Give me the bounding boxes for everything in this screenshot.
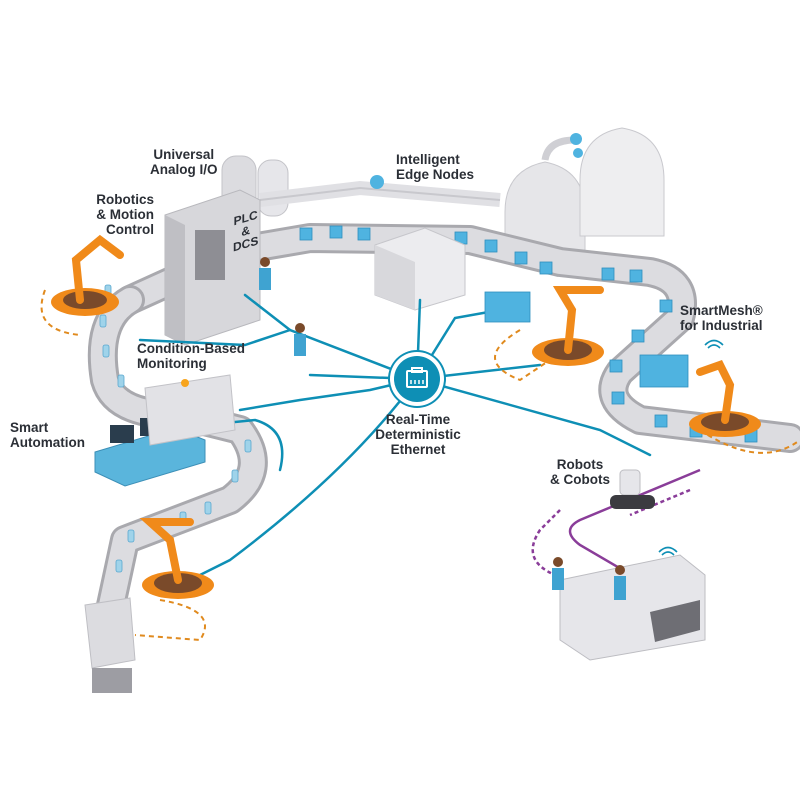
robot-arm-icon (689, 360, 761, 437)
robot-arm-icon (532, 286, 604, 366)
cobot-robot (610, 469, 655, 509)
label-robots-cobots: Robots& Cobots (550, 457, 610, 487)
box-icon (299, 225, 758, 443)
server-racks (144, 374, 236, 446)
packaging-machine (84, 597, 136, 693)
wireless-path (40, 289, 800, 642)
inspection-station (559, 554, 706, 661)
edge-node-server (370, 175, 466, 311)
ethernet-port-icon (394, 356, 440, 402)
plc-cabinet (164, 189, 261, 346)
cobot-path (531, 468, 701, 582)
worker-figure (259, 257, 626, 600)
silo-icon (504, 127, 665, 263)
robot-arm-icon (139, 518, 214, 599)
robot-arm-icon (51, 234, 124, 316)
ethernet-network (138, 293, 652, 577)
label-smartmesh: SmartMesh®for Industrial (680, 303, 763, 333)
label-plc-dcs: PLC&DCS (233, 207, 259, 255)
wifi-icon (658, 339, 724, 556)
box-icon (484, 291, 689, 388)
